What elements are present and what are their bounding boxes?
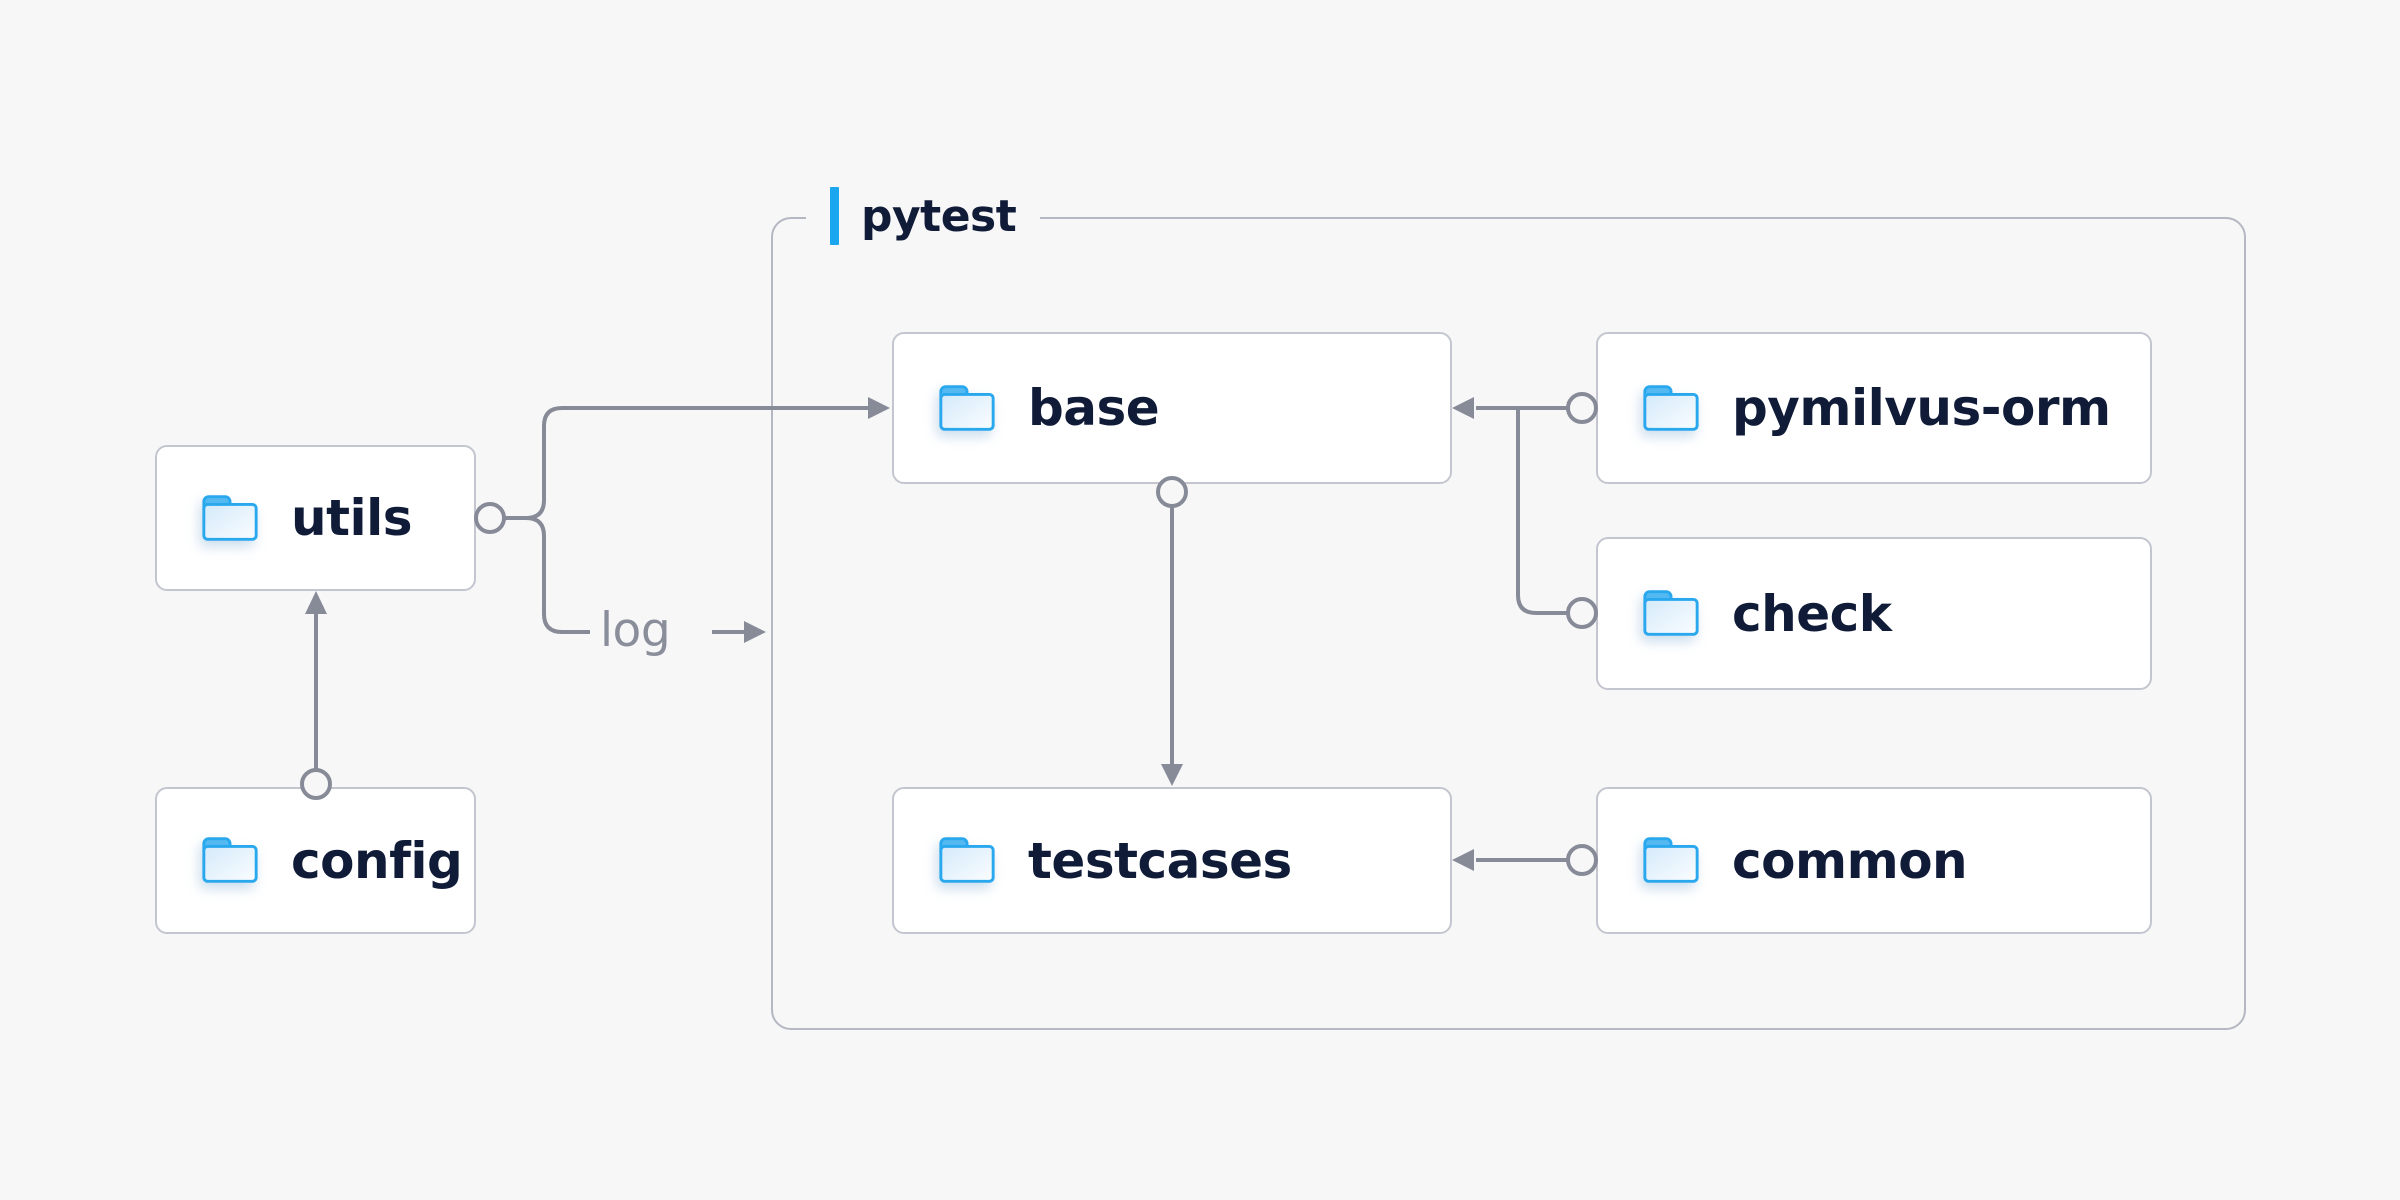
node-pymilvus-orm: pymilvus-orm xyxy=(1596,332,2152,484)
node-label: common xyxy=(1732,831,1968,890)
folder-icon xyxy=(1643,590,1699,636)
port-circle xyxy=(474,502,506,534)
node-label: check xyxy=(1732,584,1892,643)
node-label: utils xyxy=(291,489,413,547)
log-edge-label: log xyxy=(600,603,671,658)
accent-bar-icon xyxy=(830,187,839,245)
pytest-group-box xyxy=(771,217,2246,1030)
folder-icon xyxy=(939,384,995,431)
node-check: check xyxy=(1596,537,2152,690)
pytest-group-label: pytest xyxy=(806,183,1041,249)
node-utils: utils xyxy=(155,445,476,591)
folder-icon xyxy=(1643,837,1699,883)
log-arrowhead-icon xyxy=(744,621,766,643)
node-label: config xyxy=(291,831,463,890)
node-base: base xyxy=(892,332,1452,484)
folder-icon xyxy=(202,494,258,541)
group-title: pytest xyxy=(861,190,1017,242)
node-common: common xyxy=(1596,787,2152,934)
node-label: testcases xyxy=(1028,831,1292,890)
folder-icon xyxy=(1643,384,1699,431)
arrowhead-up-icon xyxy=(305,591,327,614)
folder-icon xyxy=(202,837,258,883)
folder-icon xyxy=(939,837,995,883)
node-label: pymilvus-orm xyxy=(1732,379,2111,437)
node-label: base xyxy=(1028,379,1160,437)
node-config: config xyxy=(155,787,476,934)
edge-config-to-utils xyxy=(300,591,332,800)
node-testcases: testcases xyxy=(892,787,1452,934)
